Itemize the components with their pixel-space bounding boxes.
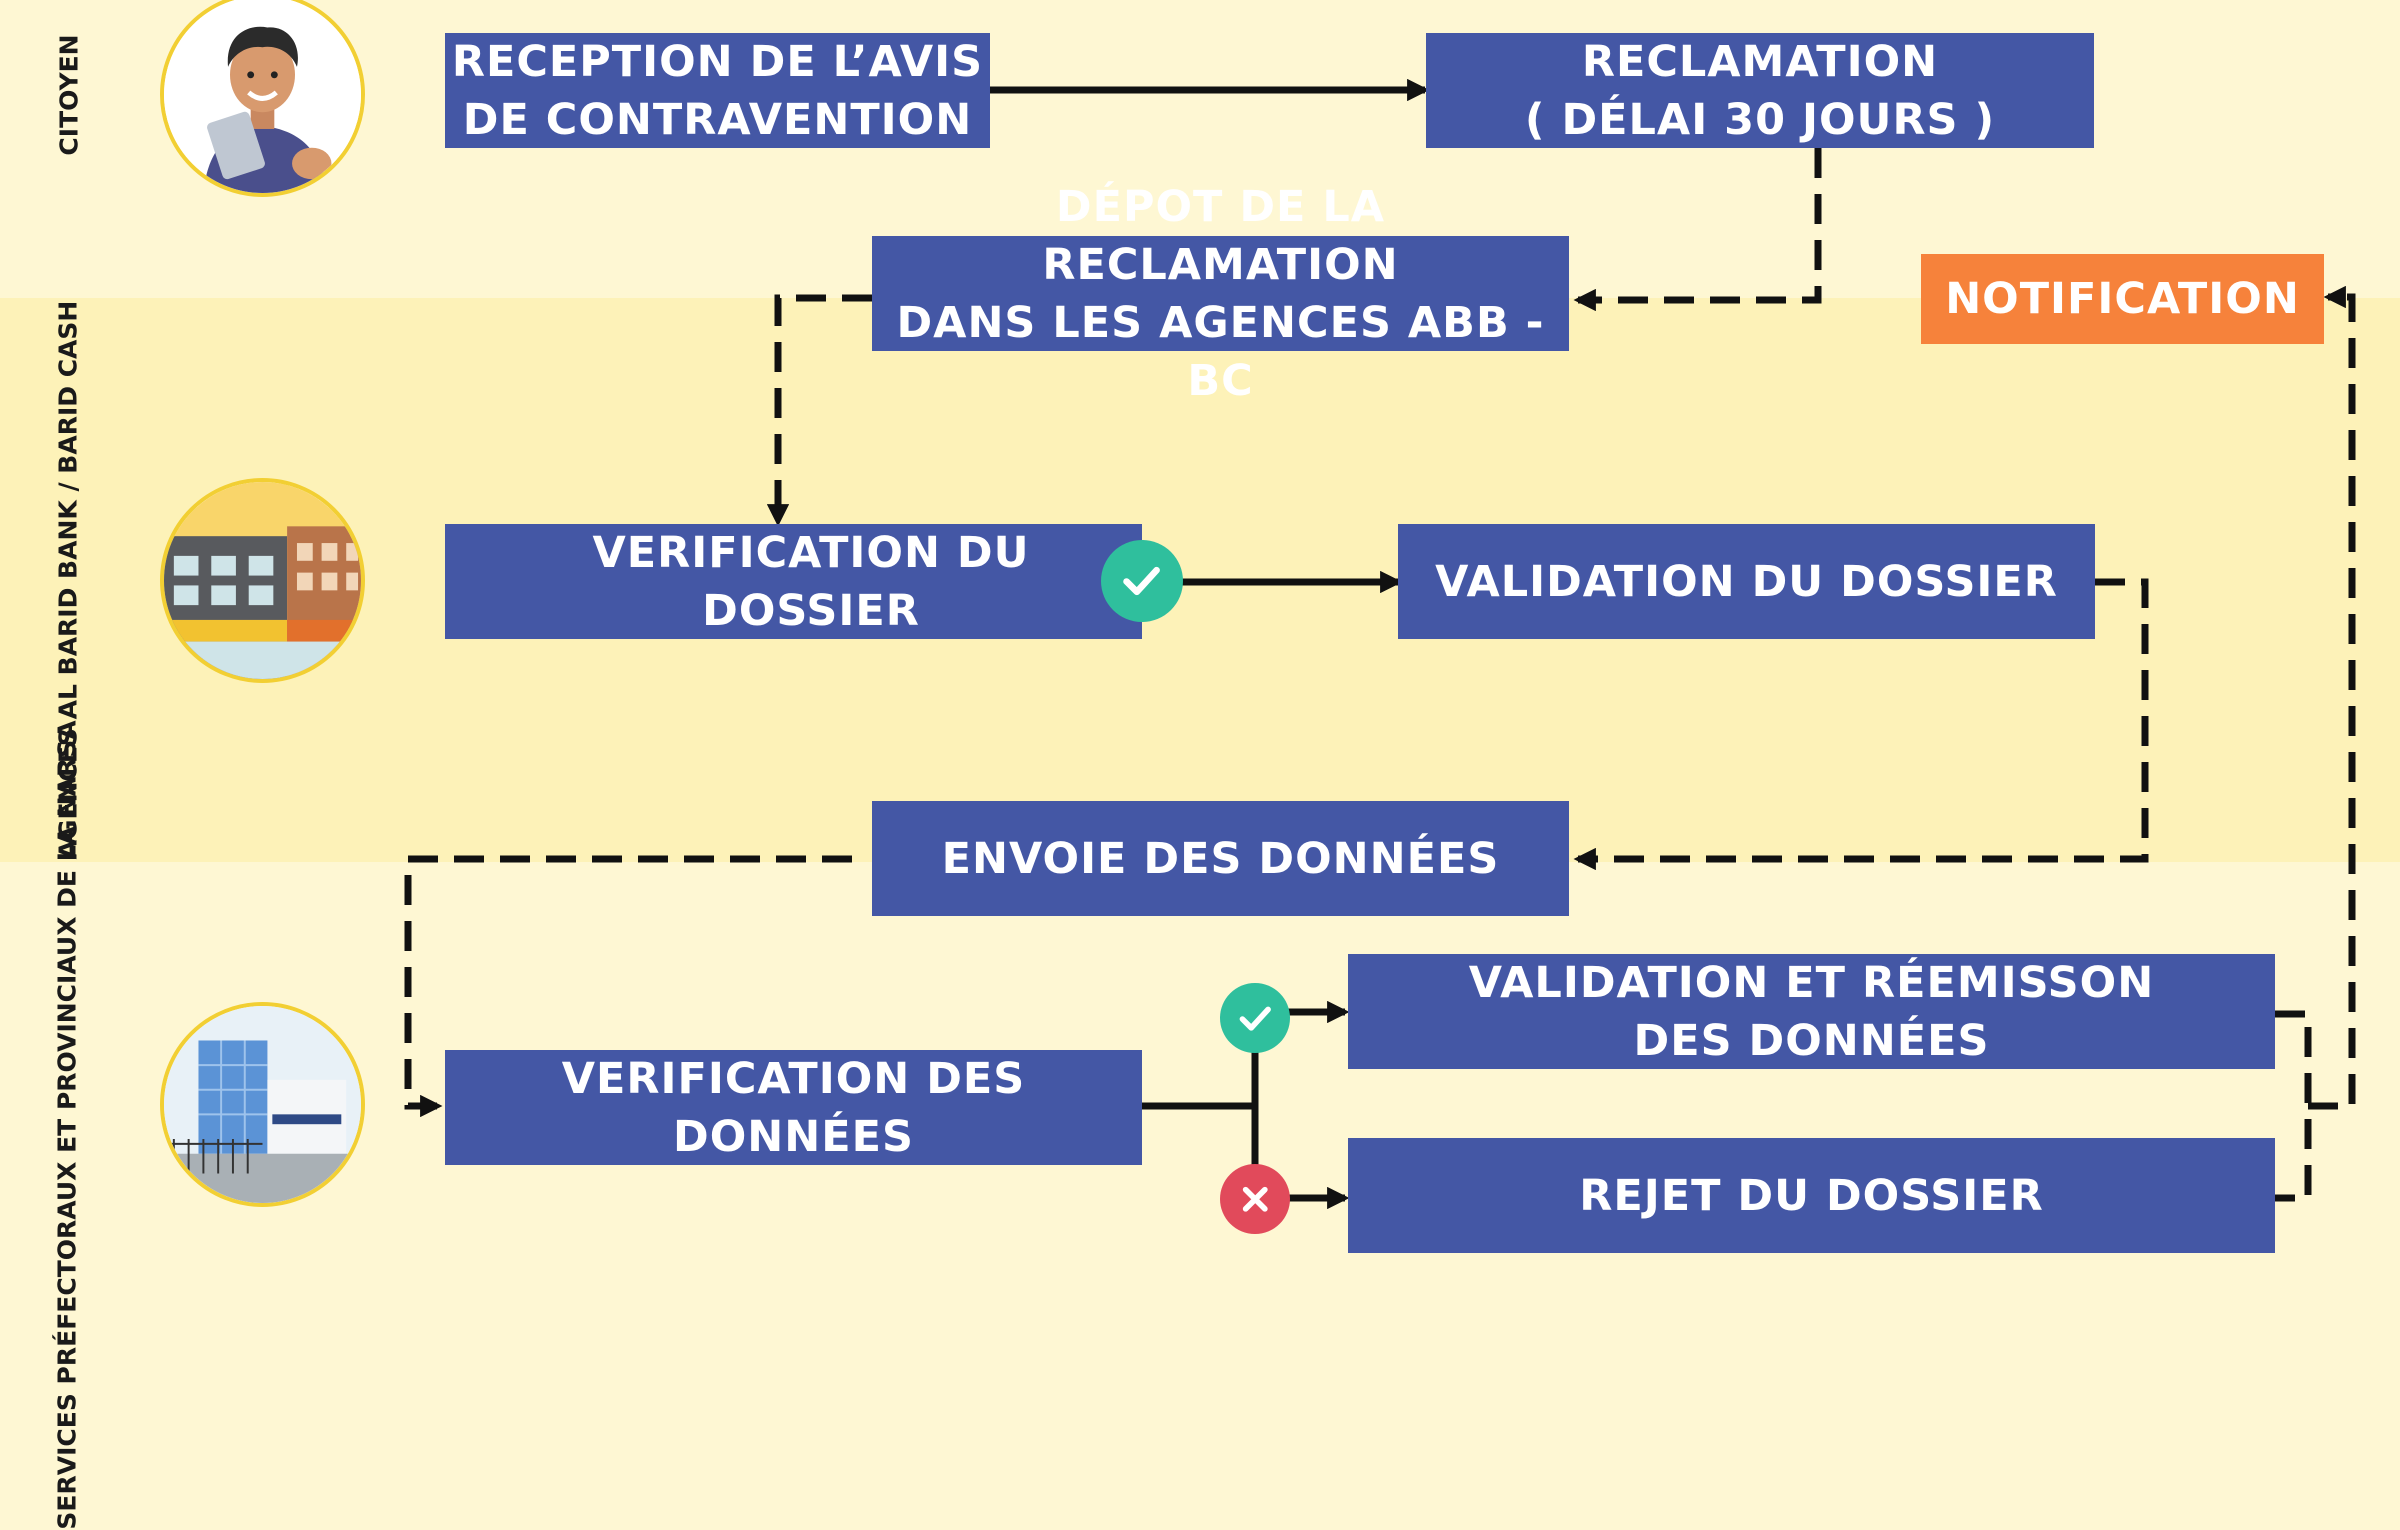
step-envoie-donnees: ENVOIE DES DONNÉES [872,801,1569,916]
step-validation-reemission: VALIDATION ET RÉEMISSON DES DONNÉES [1348,954,2275,1069]
person-with-tablet-icon [160,0,365,197]
step-verification-donnees: VERIFICATION DES DONNÉES [445,1050,1142,1165]
flow-connectors [404,78,2356,1210]
check-icon [1101,540,1183,622]
step-reclamation: RECLAMATION ( DÉLAI 30 JOURS ) [1426,33,2094,148]
step-reception-avis: RECEPTION DE L’AVIS DE CONTRAVENTION [445,33,990,148]
check-icon [1220,983,1290,1053]
arrow-validation-to-envoie [1573,578,2149,871]
step-rejet-dossier: REJET DU DOSSIER [1348,1138,2275,1253]
arrow-outcomes-to-notification [2275,297,2356,1202]
step-validation-dossier: VALIDATION DU DOSSIER [1398,524,2095,639]
narsa-office-building-icon [160,1002,365,1207]
step-notification: NOTIFICATION [1921,254,2324,344]
arrow-depot-to-verification [766,294,872,527]
cross-icon [1220,1164,1290,1234]
arrow-envoie-to-verification-donnees [404,855,852,1118]
step-verification-dossier: VERIFICATION DU DOSSIER [445,524,1142,639]
step-depot-reclamation: DÉPOT DE LA RECLAMATION DANS LES AGENCES… [872,182,1569,406]
arrow-reclamation-to-depot [1573,148,1822,312]
